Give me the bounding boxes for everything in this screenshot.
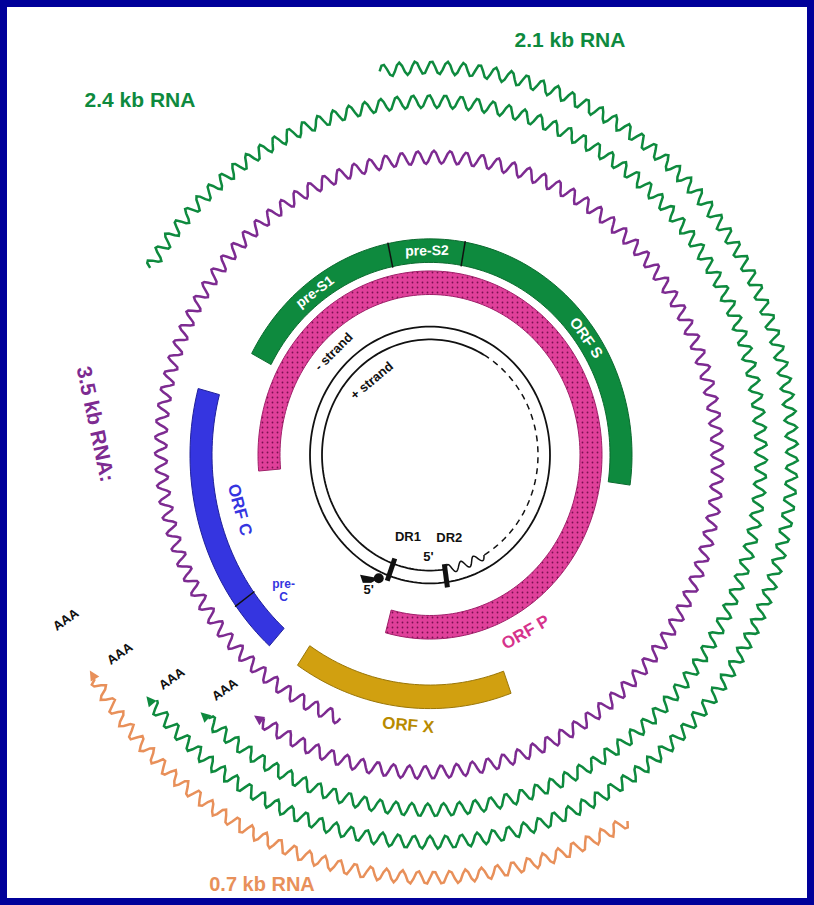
repeat-label: DR2 [434, 531, 464, 545]
end-label: 5' [421, 549, 435, 563]
strand-label: - strand [311, 329, 358, 376]
rna-2-4kb [147, 95, 767, 815]
band-divider [235, 591, 254, 606]
minus-strand [310, 327, 550, 584]
orf-label: ORF C [222, 480, 255, 540]
polya-arrowhead [254, 715, 265, 725]
direct-repeat-mark [387, 559, 395, 581]
canvas-ground [7, 7, 807, 898]
polya-label: AAA [208, 675, 243, 705]
orf-label: pre-S2 [403, 243, 451, 259]
rna-0-7kb [92, 679, 628, 883]
rna-2-1kb [153, 62, 797, 849]
orf-s-band [252, 239, 632, 485]
rna-3-5kb [155, 151, 723, 779]
direct-repeat-mark [444, 564, 447, 587]
end-label: 5' [361, 582, 375, 596]
orf-label: pre- C [267, 578, 301, 604]
band-divider [388, 243, 393, 268]
band-divider [461, 241, 465, 266]
polya-label: AAA [102, 639, 137, 669]
rna-label: 2.4 kb RNA [83, 88, 198, 111]
orf-x-band [297, 646, 511, 709]
repeat-label: DR1 [393, 530, 423, 544]
rna-label: 2.1 kb RNA [513, 28, 628, 51]
plus-strand [322, 339, 484, 570]
rna-primer [445, 555, 484, 571]
strand-label: + strand [347, 358, 398, 404]
plus-strand-gap [484, 355, 538, 555]
orf-label: ORF P [497, 611, 555, 655]
polya-arrowhead [146, 696, 156, 707]
orf-label: ORF S [565, 313, 607, 363]
polya-label: AAA [155, 663, 190, 693]
polya-arrowhead [201, 712, 212, 722]
orf-p-band [258, 271, 602, 639]
rna-label: 0.7 kb RNA [207, 873, 317, 895]
polya-arrowhead [90, 670, 99, 681]
polya-label: AAA [49, 605, 84, 635]
rna-label: 3.5 kb RNA: [72, 362, 120, 486]
orf-label: pre-S1 [291, 271, 338, 312]
orf-label: ORF X [379, 714, 436, 737]
orf-c-band [190, 389, 284, 646]
